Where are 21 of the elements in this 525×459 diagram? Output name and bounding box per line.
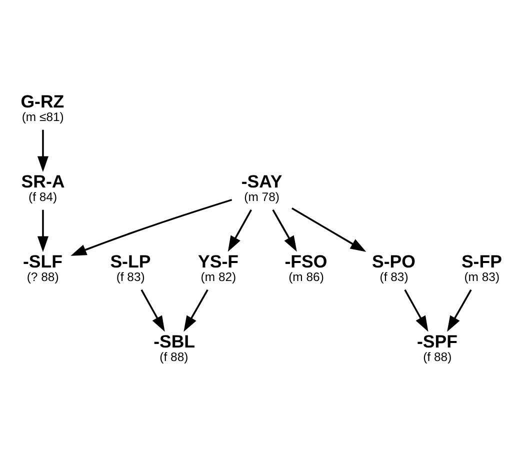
- node-text: -SPF (f 88): [417, 332, 458, 364]
- arrow: [70, 198, 232, 256]
- node-text: SR-A (f 84): [21, 172, 65, 204]
- node-text: -SBL (f 88): [154, 332, 196, 364]
- arrow: [292, 207, 366, 252]
- node-text: -SLF (? 88): [22, 252, 62, 284]
- node-text: YS-F (m 82): [198, 252, 238, 284]
- arrow: [37, 210, 48, 252]
- arrow: [184, 289, 208, 332]
- node-text: -FSO (m 86): [284, 252, 328, 284]
- node-text: S-PO (f 83): [372, 252, 416, 284]
- node-text: S-FP (m 83): [461, 252, 502, 284]
- arrow: [140, 289, 165, 332]
- arrow: [404, 289, 428, 332]
- arrow: [272, 209, 297, 252]
- node-text: -SAY (m 78): [241, 172, 282, 204]
- node-text: G-RZ (m ≤81): [20, 92, 64, 124]
- node-text: S-LP (f 83): [110, 252, 151, 284]
- arrow: [37, 130, 48, 172]
- arrow: [447, 289, 472, 332]
- arrow: [228, 209, 252, 252]
